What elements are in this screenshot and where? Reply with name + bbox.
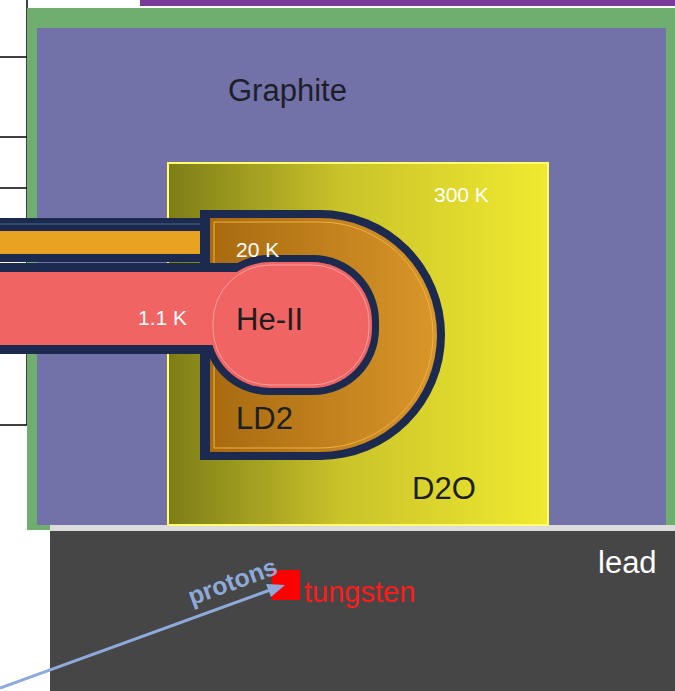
region-label: lead bbox=[598, 546, 657, 580]
graphite-region: Graphite300 KD2O20 KLD21.1 KHe-II bbox=[27, 28, 668, 528]
region-label: He-II bbox=[236, 303, 303, 337]
region-label: D2O bbox=[412, 472, 476, 506]
region-label: Graphite bbox=[228, 74, 347, 108]
d2o-moderator: 300 K D2O 20 K LD2 1.1 KHe-II bbox=[168, 163, 548, 525]
target-label: tungsten bbox=[304, 577, 415, 609]
region-label: 20 K bbox=[236, 238, 279, 261]
ld2-vessel: 20 K LD2 1.1 KHe-II bbox=[210, 218, 442, 452]
region-label: 1.1 K bbox=[138, 306, 187, 329]
region-label: 300 K bbox=[434, 183, 489, 206]
lead-block: lead bbox=[50, 531, 675, 691]
region-label: LD2 bbox=[236, 402, 293, 436]
he-ii-vessel: 1.1 KHe-II bbox=[210, 262, 372, 388]
